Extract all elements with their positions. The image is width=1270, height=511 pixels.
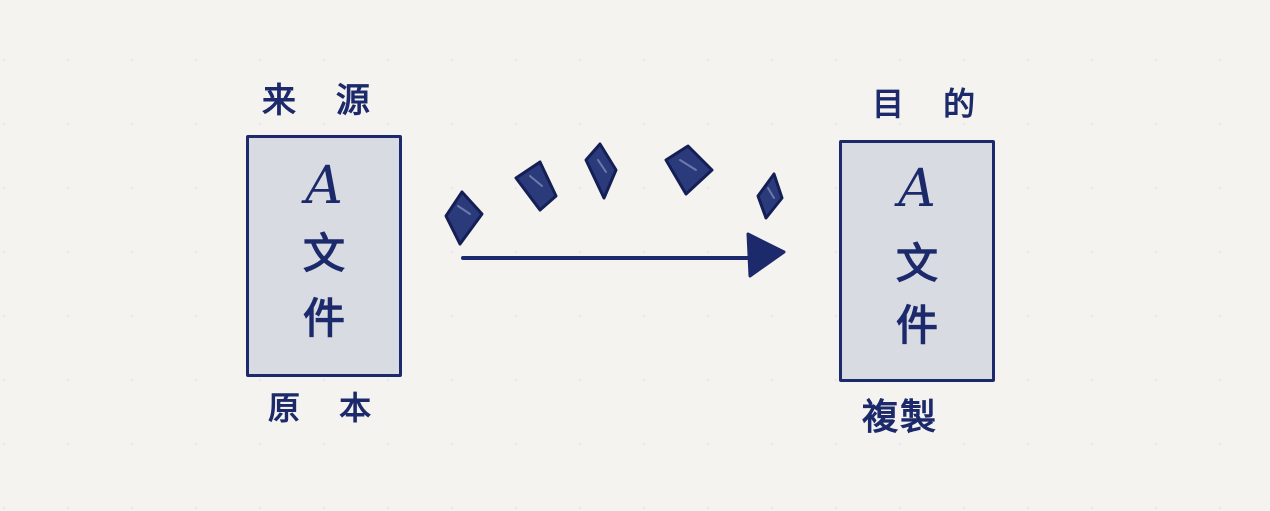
flying-page-icon	[664, 144, 714, 196]
source-file-char-1: 文	[302, 229, 345, 278]
destination-file-letter: A	[898, 159, 936, 219]
source-file-box: A 文 件	[246, 135, 402, 377]
arrow-head	[746, 232, 786, 278]
source-file-letter: A	[305, 156, 343, 216]
flying-page-icon	[756, 172, 784, 220]
copy-label: 複製	[862, 397, 939, 438]
destination-file-char-1: 文	[895, 239, 938, 288]
destination-file-box: A 文 件	[839, 140, 995, 382]
flying-page-icon	[444, 190, 484, 246]
source-label: 来 源	[262, 81, 384, 121]
original-label: 原 本	[268, 389, 386, 427]
destination-label: 目 的	[872, 85, 990, 123]
source-file-char-2: 件	[302, 294, 345, 343]
flying-page-icon	[584, 142, 618, 200]
flying-page-icon	[514, 160, 558, 212]
transfer-arrow	[461, 232, 786, 278]
destination-file-char-2: 件	[895, 301, 938, 350]
